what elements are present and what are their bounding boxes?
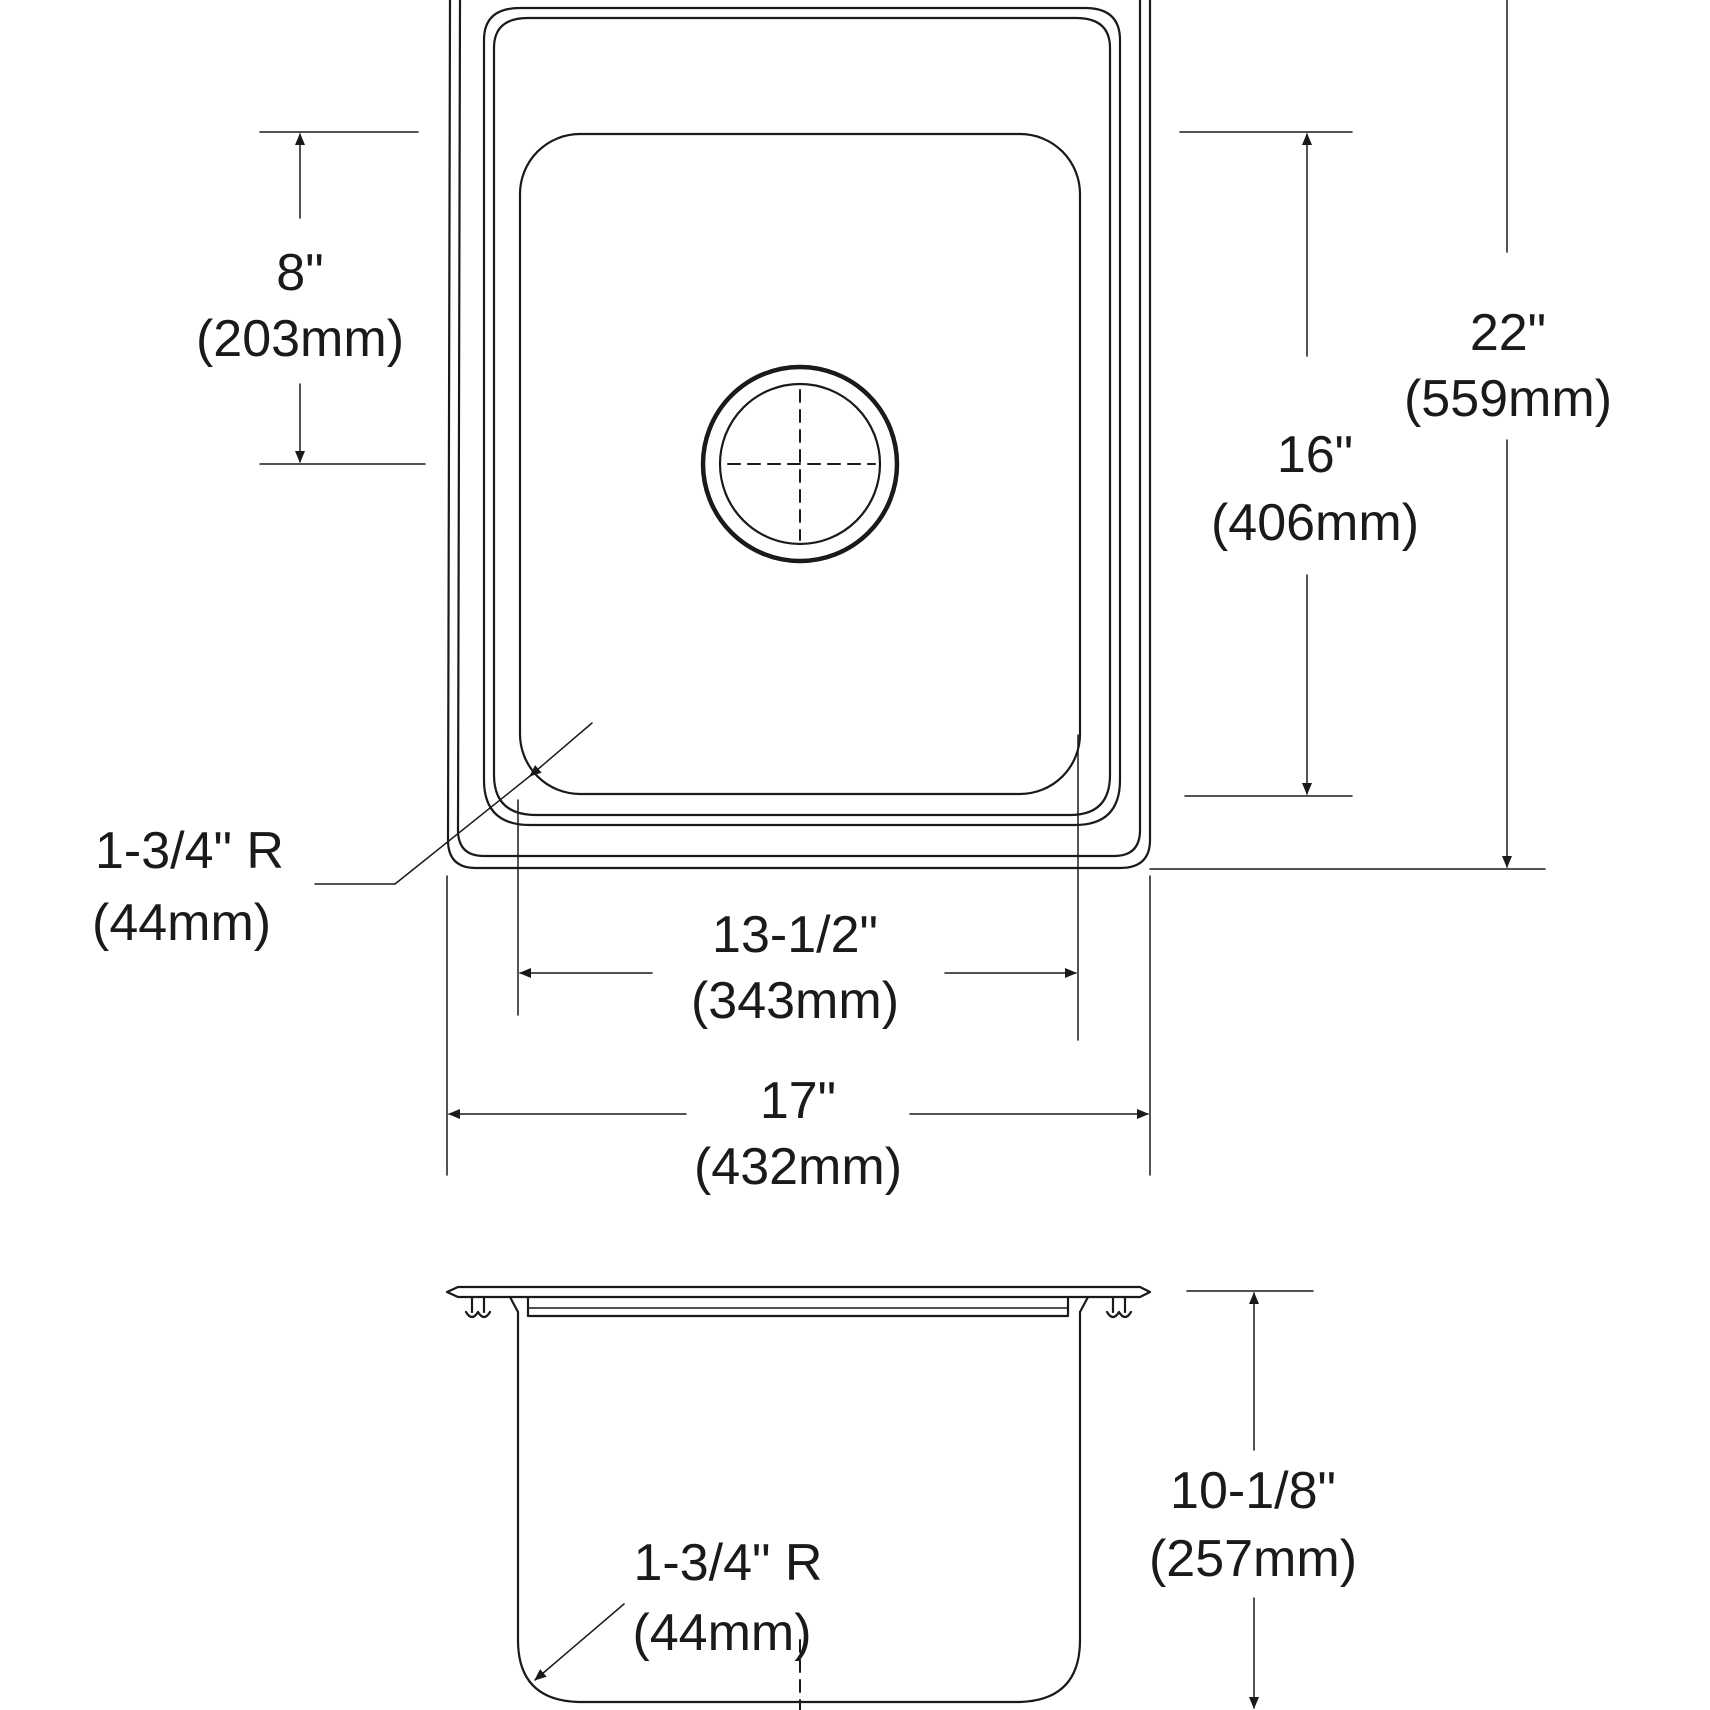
side-ledge [526, 1295, 1070, 1318]
dim-bowl-front-to-drain: 8" (203mm) [196, 131, 426, 465]
bowl-outline [518, 132, 1082, 796]
dim-16in-label: 16" [1277, 426, 1353, 484]
dim-13-5in-label: 13-1/2" [712, 906, 878, 964]
drain-outer-ring [700, 364, 900, 564]
dim-bowl-width: 13-1/2" (343mm) [517, 734, 1079, 1041]
dim-257mm-label: (257mm) [1149, 1530, 1357, 1588]
dim-corner-radius-side: 1-3/4" R (44mm) [534, 1534, 823, 1681]
dim-432mm-label: (432mm) [694, 1138, 902, 1196]
side-rim-flange [445, 1285, 1152, 1299]
dim-radius-top-mm-label: (44mm) [92, 894, 271, 952]
deck-inner-line [492, 16, 1112, 817]
dim-343mm-label: (343mm) [691, 972, 899, 1030]
clip-right-icon [1105, 1295, 1133, 1319]
outer-rim [446, 0, 1152, 870]
dim-8in-label: 8" [276, 244, 323, 302]
drain-inner-ring [718, 382, 882, 546]
dim-203mm-label: (203mm) [196, 310, 404, 368]
dim-radius-top-label: 1-3/4" R [95, 822, 284, 880]
clip-left-icon [464, 1295, 492, 1319]
dim-17in-label: 17" [760, 1072, 836, 1130]
side-view [445, 1285, 1152, 1710]
dim-bowl-length: 16" (406mm) [1179, 131, 1419, 797]
rim-inner-line [456, 0, 1142, 858]
top-view [446, 0, 1152, 870]
dim-559mm-label: (559mm) [1404, 370, 1612, 428]
dim-radius-side-mm-label: (44mm) [632, 1604, 811, 1662]
dim-overall-width: 17" (432mm) [446, 875, 1151, 1196]
dim-10-125in-label: 10-1/8" [1170, 1462, 1336, 1520]
deck-outline [482, 6, 1122, 827]
dim-overall-length: 22" (559mm) [1149, 0, 1612, 870]
dim-corner-radius-top: 1-3/4" R (44mm) [92, 722, 593, 952]
dim-bowl-depth: 10-1/8" (257mm) [1149, 1290, 1357, 1709]
dim-406mm-label: (406mm) [1211, 494, 1419, 552]
dim-22in-label: 22" [1470, 304, 1546, 362]
dim-radius-side-label: 1-3/4" R [634, 1534, 823, 1592]
